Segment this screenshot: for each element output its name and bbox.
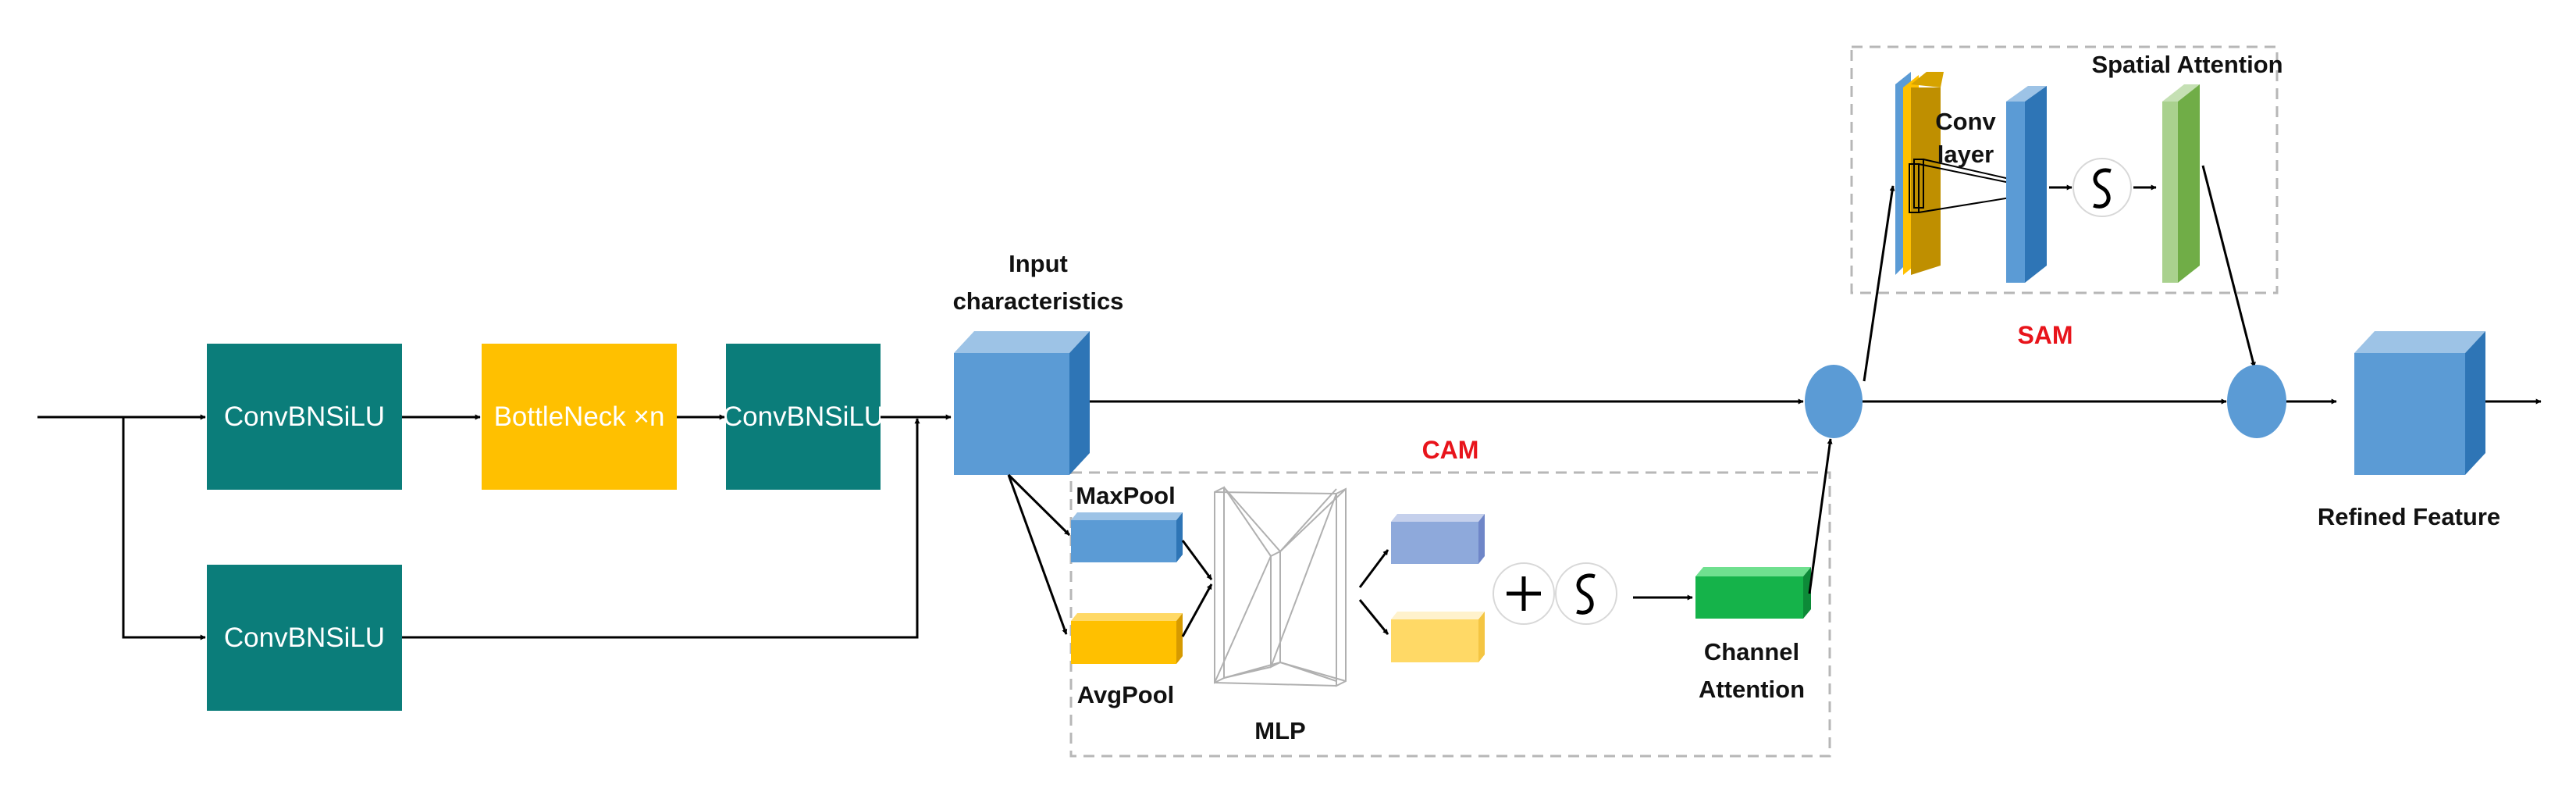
refined-feature-label: Refined Feature: [2318, 503, 2500, 530]
arrow-avgpool-mlp: [1181, 583, 1213, 637]
arrow-conv3-input: [402, 418, 920, 639]
input-cube: [954, 331, 1090, 475]
conv-block-1: ConvBNSiLU: [207, 344, 402, 490]
mlp-out-avg-bar: [1391, 612, 1485, 662]
plus-icon: [1493, 562, 1555, 625]
conv-output-feature: [2006, 86, 2047, 283]
arrow-mlp-out2: [1358, 599, 1389, 635]
avgpool-label: AvgPool: [1077, 681, 1175, 708]
maxpool-label: MaxPool: [1076, 482, 1175, 509]
cam-region: [1069, 471, 1831, 758]
arrow-spatial-fusion2: [2201, 165, 2256, 368]
conv-layer-label-line1: Conv: [1935, 108, 1996, 135]
input-label-line1: Input: [1009, 250, 1068, 277]
bottleneck-block-label: BottleNeck ×n: [494, 401, 665, 432]
avgpool-bar: [1071, 613, 1183, 664]
arrow-mlp-out1: [1358, 549, 1389, 588]
cam-label: CAM: [1422, 436, 1479, 464]
input-label-line2: characteristics: [953, 287, 1124, 315]
spatial-attention-label: Spatial Attention: [2091, 51, 2282, 78]
spatial-attention-map: [2162, 84, 2200, 283]
sam-region: [1850, 45, 2279, 294]
mlp-out-max-bar: [1391, 514, 1485, 564]
arrow-fusion1-sam: [1863, 185, 1895, 382]
arrow-channel-fusion1: [1808, 438, 1833, 594]
channel-attention-bar: [1695, 567, 1811, 619]
sam-input-feature: [1895, 72, 1944, 275]
channel-label-line2: Attention: [1699, 676, 1805, 703]
fusion-node-1: [1805, 365, 1863, 438]
conv-layer-label-line2: layer: [1937, 141, 1994, 168]
maxpool-bar: [1071, 512, 1183, 562]
sam-sigmoid-icon: [2073, 158, 2132, 217]
arrow-maxpool-mlp: [1181, 540, 1213, 580]
branch-arrow: [122, 417, 206, 640]
conv-block-2-label: ConvBNSiLU: [723, 401, 884, 432]
mlp-label: MLP: [1254, 717, 1305, 744]
sam-label: SAM: [2017, 321, 2073, 349]
refined-feature-cube: [2354, 331, 2485, 475]
conv-block-1-label: ConvBNSiLU: [224, 401, 385, 432]
conv-block-3: ConvBNSiLU: [207, 565, 402, 711]
fusion-node-2: [2227, 365, 2286, 438]
arrow-input-maxpool: [1007, 473, 1071, 537]
sigmoid-icon: [1555, 562, 1617, 625]
bottleneck-block: BottleNeck ×n: [482, 344, 677, 490]
conv-block-3-label: ConvBNSiLU: [224, 623, 385, 653]
arrow-input-avgpool: [1007, 474, 1068, 635]
channel-label-line1: Channel: [1704, 638, 1799, 665]
conv-block-2: ConvBNSiLU: [723, 344, 884, 490]
mlp-network: [1214, 486, 1347, 687]
